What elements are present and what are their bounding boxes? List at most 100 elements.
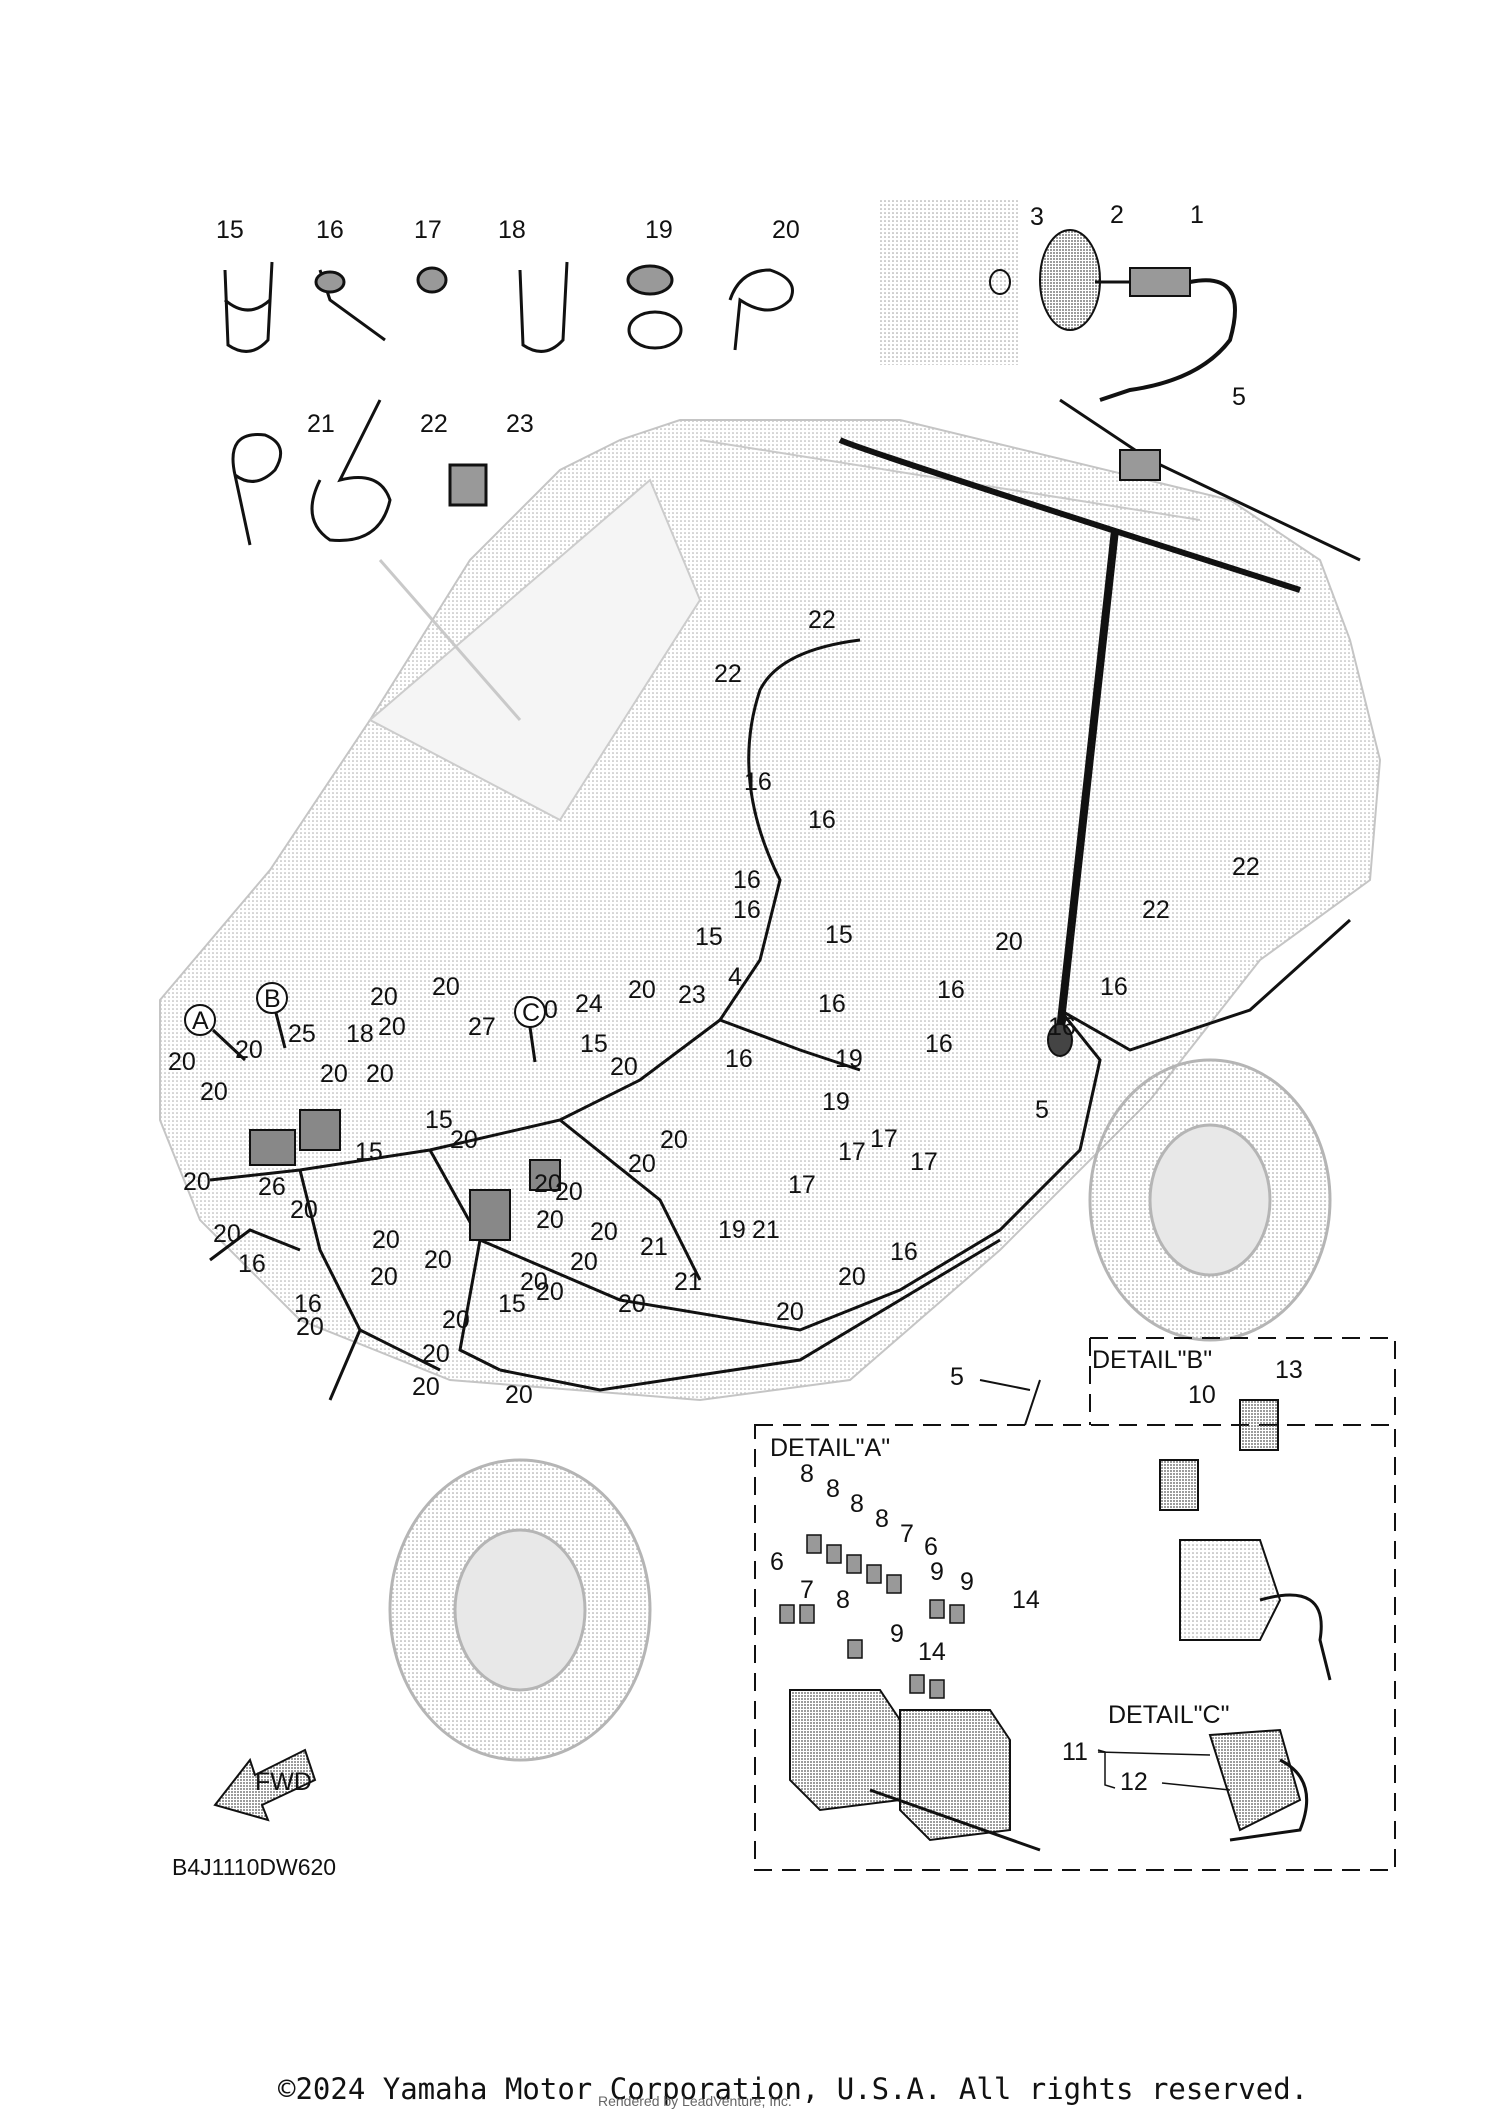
label-19-a: 19 xyxy=(835,1045,863,1073)
label-20-x: 20 xyxy=(370,1263,398,1291)
label-7-b: 7 xyxy=(800,1576,814,1604)
label-16-e: 16 xyxy=(937,976,965,1004)
label-16-b: 16 xyxy=(808,806,836,834)
label-8-b: 8 xyxy=(826,1475,840,1503)
label-26: 26 xyxy=(258,1173,286,1201)
fuse-box-a xyxy=(789,1689,1041,1852)
label-20-aa: 20 xyxy=(570,1248,598,1276)
label-9-c: 9 xyxy=(890,1620,904,1648)
label-8-a: 8 xyxy=(800,1460,814,1488)
label-15-d: 15 xyxy=(355,1138,383,1166)
grommet-detail xyxy=(880,200,1361,562)
label-15-e: 15 xyxy=(425,1106,453,1134)
label-2: 2 xyxy=(1110,201,1124,229)
detail-leaders xyxy=(1097,1749,1231,1791)
label-22-a: 22 xyxy=(808,606,836,634)
label-5-detail: 5 xyxy=(950,1363,964,1391)
harness-components xyxy=(249,1023,1073,1241)
label-16-c: 16 xyxy=(733,866,761,894)
label-20-ac: 20 xyxy=(536,1278,564,1306)
connector-c xyxy=(1208,1728,1309,1842)
label-8-e: 8 xyxy=(836,1586,850,1614)
label-16-i: 16 xyxy=(818,990,846,1018)
label-16-h: 16 xyxy=(925,1030,953,1058)
clip-parts-row xyxy=(223,261,794,353)
label-16-k: 16 xyxy=(238,1250,266,1278)
label-20-t: 20 xyxy=(536,1206,564,1234)
label-22-d: 22 xyxy=(1142,896,1170,924)
label-23: 23 xyxy=(506,410,534,438)
label-20-o: 20 xyxy=(660,1126,688,1154)
label-6-b: 6 xyxy=(770,1548,784,1576)
render-credit: Rendered by LeadVenture, Inc. xyxy=(598,2093,792,2109)
label-12: 12 xyxy=(1120,1768,1148,1796)
diagram-code: B4J1110DW620 xyxy=(172,1854,336,1880)
detail-b-title: DETAIL"B" xyxy=(1092,1346,1212,1374)
label-16-d: 16 xyxy=(733,896,761,924)
rear-wheel xyxy=(1088,1058,1332,1342)
label-16-f: 16 xyxy=(1100,973,1128,1001)
label-9-b: 9 xyxy=(960,1568,974,1596)
callout-b: B xyxy=(256,982,288,1049)
label-20-v: 20 xyxy=(590,1218,618,1246)
label-21-c: 21 xyxy=(674,1268,702,1296)
label-16-l: 16 xyxy=(890,1238,918,1266)
label-18: 18 xyxy=(346,1020,374,1048)
label-20-n: 20 xyxy=(450,1126,478,1154)
label-20-g: 20 xyxy=(235,1036,263,1064)
label-9-a: 9 xyxy=(930,1558,944,1586)
detail-a-title: DETAIL"A" xyxy=(770,1434,890,1462)
label-20-ag: 20 xyxy=(442,1306,470,1334)
label-1: 1 xyxy=(1190,201,1204,229)
label-3: 3 xyxy=(1030,203,1044,231)
label-20-q: 20 xyxy=(290,1196,318,1224)
part-labels: 15 16 17 18 19 20 21 22 23 3 2 1 5 22 22… xyxy=(168,201,1303,1796)
label-5-top: 5 xyxy=(1232,383,1246,411)
copyright-notice: ©2024 Yamaha Motor Corporation, U.S.A. A… xyxy=(278,2072,1309,2106)
label-8-d: 8 xyxy=(875,1505,889,1533)
label-20-k: 20 xyxy=(168,1048,196,1076)
callout-b-letter: B xyxy=(264,985,281,1013)
label-20-y: 20 xyxy=(424,1246,452,1274)
label-15-c: 15 xyxy=(580,1030,608,1058)
label-22-c: 22 xyxy=(1232,853,1260,881)
label-20-w: 20 xyxy=(372,1226,400,1254)
front-wheel xyxy=(388,1458,652,1762)
callout-c: C xyxy=(514,996,546,1063)
label-15-f: 15 xyxy=(498,1290,526,1318)
label-24: 24 xyxy=(575,990,603,1018)
label-20-ad: 20 xyxy=(618,1290,646,1318)
label-21-a: 21 xyxy=(640,1233,668,1261)
label-10: 10 xyxy=(1188,1381,1216,1409)
label-19: 19 xyxy=(645,216,673,244)
label-20: 20 xyxy=(772,216,800,244)
label-11: 11 xyxy=(1062,1738,1088,1766)
label-16-a: 16 xyxy=(744,768,772,796)
label-8-c: 8 xyxy=(850,1490,864,1518)
detail-bracket xyxy=(838,437,1301,593)
label-16-m: 16 xyxy=(294,1290,322,1318)
label-18: 18 xyxy=(498,216,526,244)
label-25: 25 xyxy=(288,1020,316,1048)
label-20-ab: 20 xyxy=(838,1263,866,1291)
label-20-f: 20 xyxy=(628,976,656,1004)
relays-b xyxy=(1159,1399,1332,1681)
label-20-j: 20 xyxy=(610,1053,638,1081)
label-23: 23 xyxy=(678,981,706,1009)
label-20-af: 20 xyxy=(296,1313,324,1341)
label-14-b: 14 xyxy=(918,1638,946,1666)
label-20-u: 20 xyxy=(555,1178,583,1206)
wire-harness xyxy=(209,638,1352,1401)
label-19-b: 19 xyxy=(822,1088,850,1116)
callout-c-letter: C xyxy=(522,999,540,1027)
detail-c-title: DETAIL"C" xyxy=(1108,1701,1229,1729)
label-20-a: 20 xyxy=(995,928,1023,956)
label-6-a: 6 xyxy=(924,1533,938,1561)
label-20-r: 20 xyxy=(213,1220,241,1248)
fwd-arrow: FWD xyxy=(213,1748,317,1822)
callout-a-letter: A xyxy=(192,1007,209,1035)
label-19-c: 19 xyxy=(718,1216,746,1244)
label-20-l: 20 xyxy=(200,1078,228,1106)
label-15: 15 xyxy=(216,216,244,244)
